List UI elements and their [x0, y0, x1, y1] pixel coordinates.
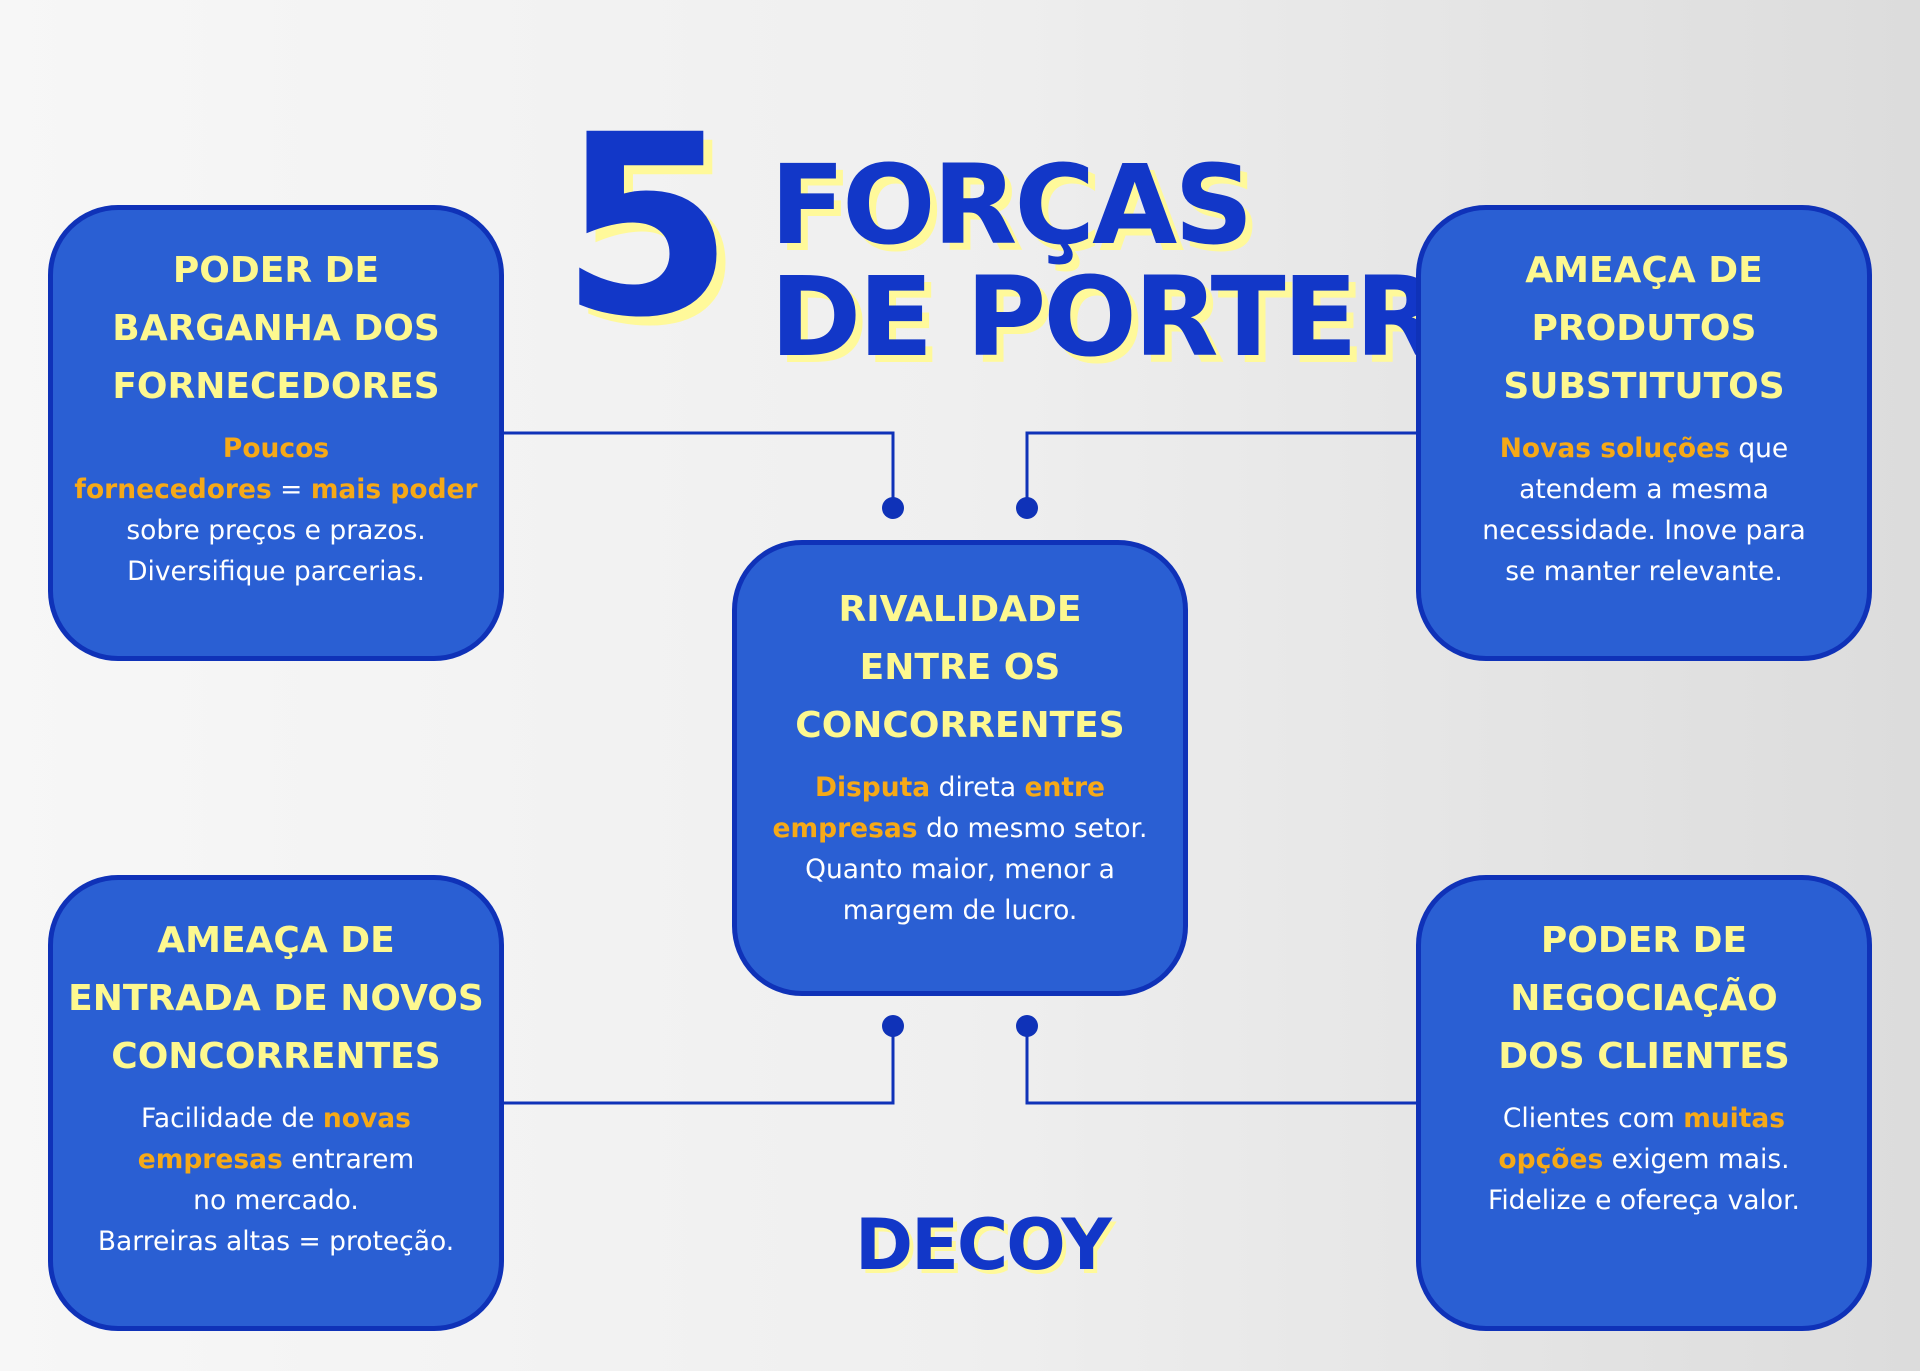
- body-text: atendem a mesma: [1519, 474, 1769, 505]
- force-box-substitutes: AMEAÇA DE PRODUTOS SUBSTITUTOS Novas soluç…: [1416, 205, 1872, 661]
- highlight-text: Poucos: [222, 433, 330, 464]
- connector-new-entrants: [504, 1026, 895, 1105]
- force-description: Clientes com muitas opções exigem mais. Fi…: [1421, 1098, 1867, 1221]
- highlight-text: entre: [1024, 772, 1106, 803]
- connector-substitutes: [1025, 431, 1416, 508]
- connector-customers: [1025, 1026, 1416, 1105]
- body-text: necessidade. Inove para: [1482, 515, 1806, 546]
- highlight-text: muitas: [1683, 1103, 1786, 1134]
- page-title: 5 FORÇAS DE PORTER: [560, 102, 1440, 390]
- title-line-2: DE PORTER: [770, 253, 1440, 381]
- title-number: 5: [560, 81, 734, 372]
- force-heading: PODER DE NEGOCIAÇÃO DOS CLIENTES: [1421, 912, 1867, 1086]
- body-text: Clientes com: [1502, 1103, 1684, 1134]
- heading-line: ENTRADA DE NOVOS: [68, 978, 484, 1019]
- body-text: Diversifique parcerias.: [127, 556, 425, 587]
- highlight-text: Novas soluções: [1499, 433, 1730, 464]
- heading-line: SUBSTITUTOS: [1503, 366, 1785, 407]
- highlight-text: mais poder: [310, 474, 478, 505]
- force-box-suppliers: PODER DE BARGANHA DOS FORNECEDORES Poucos f…: [48, 205, 504, 661]
- highlight-text: Disputa: [814, 772, 931, 803]
- body-text: sobre preços e prazos.: [126, 515, 426, 546]
- heading-line: CONCORRENTES: [795, 705, 1125, 746]
- body-text: exigem mais.: [1603, 1144, 1790, 1175]
- force-description: Poucos fornecedores = mais poder sobre pre…: [53, 428, 499, 592]
- body-text: margem de lucro.: [842, 895, 1078, 926]
- connector-dot: [882, 497, 904, 519]
- force-heading: AMEAÇA DE ENTRADA DE NOVOS CONCORRENTES: [53, 912, 499, 1086]
- connector-dot: [1016, 1015, 1038, 1037]
- body-text: Quanto maior, menor a: [805, 854, 1115, 885]
- highlight-text: fornecedores: [74, 474, 272, 505]
- force-box-new-entrants: AMEAÇA DE ENTRADA DE NOVOS CONCORRENTES Fa…: [48, 875, 504, 1331]
- brand-logo: DECOY: [855, 1205, 1112, 1285]
- highlight-text: novas: [322, 1103, 411, 1134]
- force-description: Facilidade de novas empresas entrarem no m…: [53, 1098, 499, 1262]
- force-heading: PODER DE BARGANHA DOS FORNECEDORES: [53, 242, 499, 416]
- heading-line: NEGOCIAÇÃO: [1510, 978, 1778, 1019]
- highlight-text: empresas: [137, 1144, 283, 1175]
- body-text: direta: [930, 772, 1025, 803]
- force-description: Disputa direta entre empresas do mesmo se…: [737, 767, 1183, 931]
- heading-line: AMEAÇA DE: [157, 920, 395, 961]
- heading-line: CONCORRENTES: [111, 1036, 441, 1077]
- heading-line: FORNECEDORES: [112, 366, 440, 407]
- title-line-1: FORÇAS: [770, 141, 1253, 269]
- force-heading: RIVALIDADE ENTRE OS CONCORRENTES: [737, 581, 1183, 755]
- heading-line: BARGANHA DOS: [112, 308, 440, 349]
- force-heading: AMEAÇA DE PRODUTOS SUBSTITUTOS: [1421, 242, 1867, 416]
- heading-line: PODER DE: [172, 250, 380, 291]
- body-text: entrarem: [282, 1144, 415, 1175]
- highlight-text: empresas: [772, 813, 918, 844]
- force-box-rivalry: RIVALIDADE ENTRE OS CONCORRENTES Disputa d…: [732, 540, 1188, 996]
- body-text: Fidelize e ofereça valor.: [1488, 1185, 1800, 1216]
- heading-line: DOS CLIENTES: [1498, 1036, 1790, 1077]
- body-text: do mesmo setor.: [917, 813, 1148, 844]
- heading-line: RIVALIDADE: [838, 589, 1082, 630]
- connector-dot: [882, 1015, 904, 1037]
- force-box-customers: PODER DE NEGOCIAÇÃO DOS CLIENTES Clientes …: [1416, 875, 1872, 1331]
- highlight-text: opções: [1498, 1144, 1604, 1175]
- heading-line: PRODUTOS: [1531, 308, 1757, 349]
- body-text: se manter relevante.: [1505, 556, 1783, 587]
- body-text: Barreiras altas = proteção.: [97, 1226, 455, 1257]
- connector-suppliers: [504, 431, 895, 508]
- heading-line: ENTRE OS: [859, 647, 1061, 688]
- force-description: Novas soluções que atendem a mesma necessi…: [1421, 428, 1867, 592]
- connector-dot: [1016, 497, 1038, 519]
- body-text: no mercado.: [193, 1185, 359, 1216]
- body-text: que: [1729, 433, 1789, 464]
- heading-line: PODER DE: [1540, 920, 1748, 961]
- logo-text: DECOY: [855, 1204, 1112, 1286]
- body-text: =: [271, 474, 311, 505]
- heading-line: AMEAÇA DE: [1525, 250, 1763, 291]
- body-text: Facilidade de: [141, 1103, 323, 1134]
